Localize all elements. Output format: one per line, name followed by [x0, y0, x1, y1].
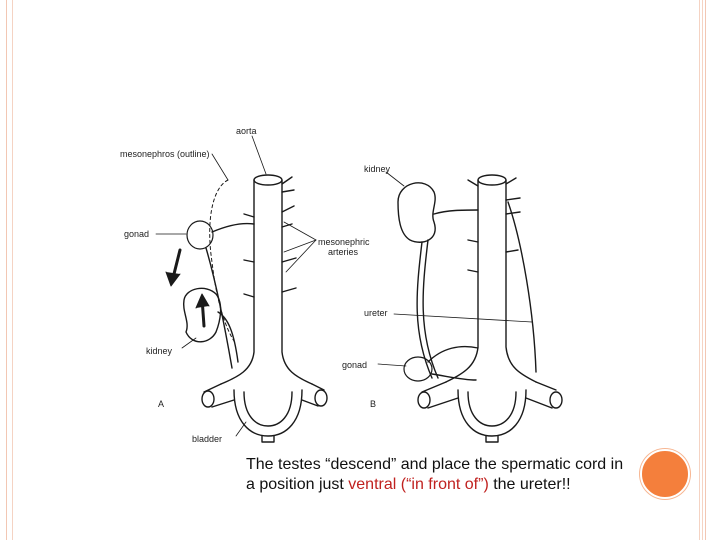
caption-text-2: the ureter!! — [488, 476, 571, 493]
label-ureter: ureter — [364, 308, 388, 318]
label-panel-b: B — [370, 399, 376, 409]
label-kidney-b: kidney — [364, 164, 391, 174]
slide-frame-inner — [12, 0, 700, 540]
label-mesonephric: mesonephric — [318, 237, 370, 247]
label-panel-a: A — [158, 399, 164, 409]
slide-frame-outer — [6, 0, 706, 540]
label-aorta: aorta — [236, 126, 257, 136]
caption-text-1: The testes “descend” and place the sperm… — [246, 456, 624, 493]
panel-a-drawing — [165, 174, 328, 443]
panel-b-drawing — [397, 174, 563, 443]
label-kidney-a: kidney — [146, 346, 173, 356]
label-arteries: arteries — [328, 247, 359, 257]
slide-caption: The testes “descend” and place the sperm… — [246, 455, 626, 495]
accent-circle — [640, 449, 690, 499]
embryology-diagram: aorta mesonephros (outline) gonad mesone… — [116, 122, 598, 458]
label-bladder: bladder — [192, 434, 222, 444]
slide-frame-line — [702, 0, 703, 540]
label-gonad-b: gonad — [342, 360, 367, 370]
label-mesonephros: mesonephros (outline) — [120, 149, 210, 159]
caption-highlight: ventral (“in front of”) — [348, 476, 489, 493]
leader-lines — [155, 135, 533, 437]
label-gonad-a: gonad — [124, 229, 149, 239]
